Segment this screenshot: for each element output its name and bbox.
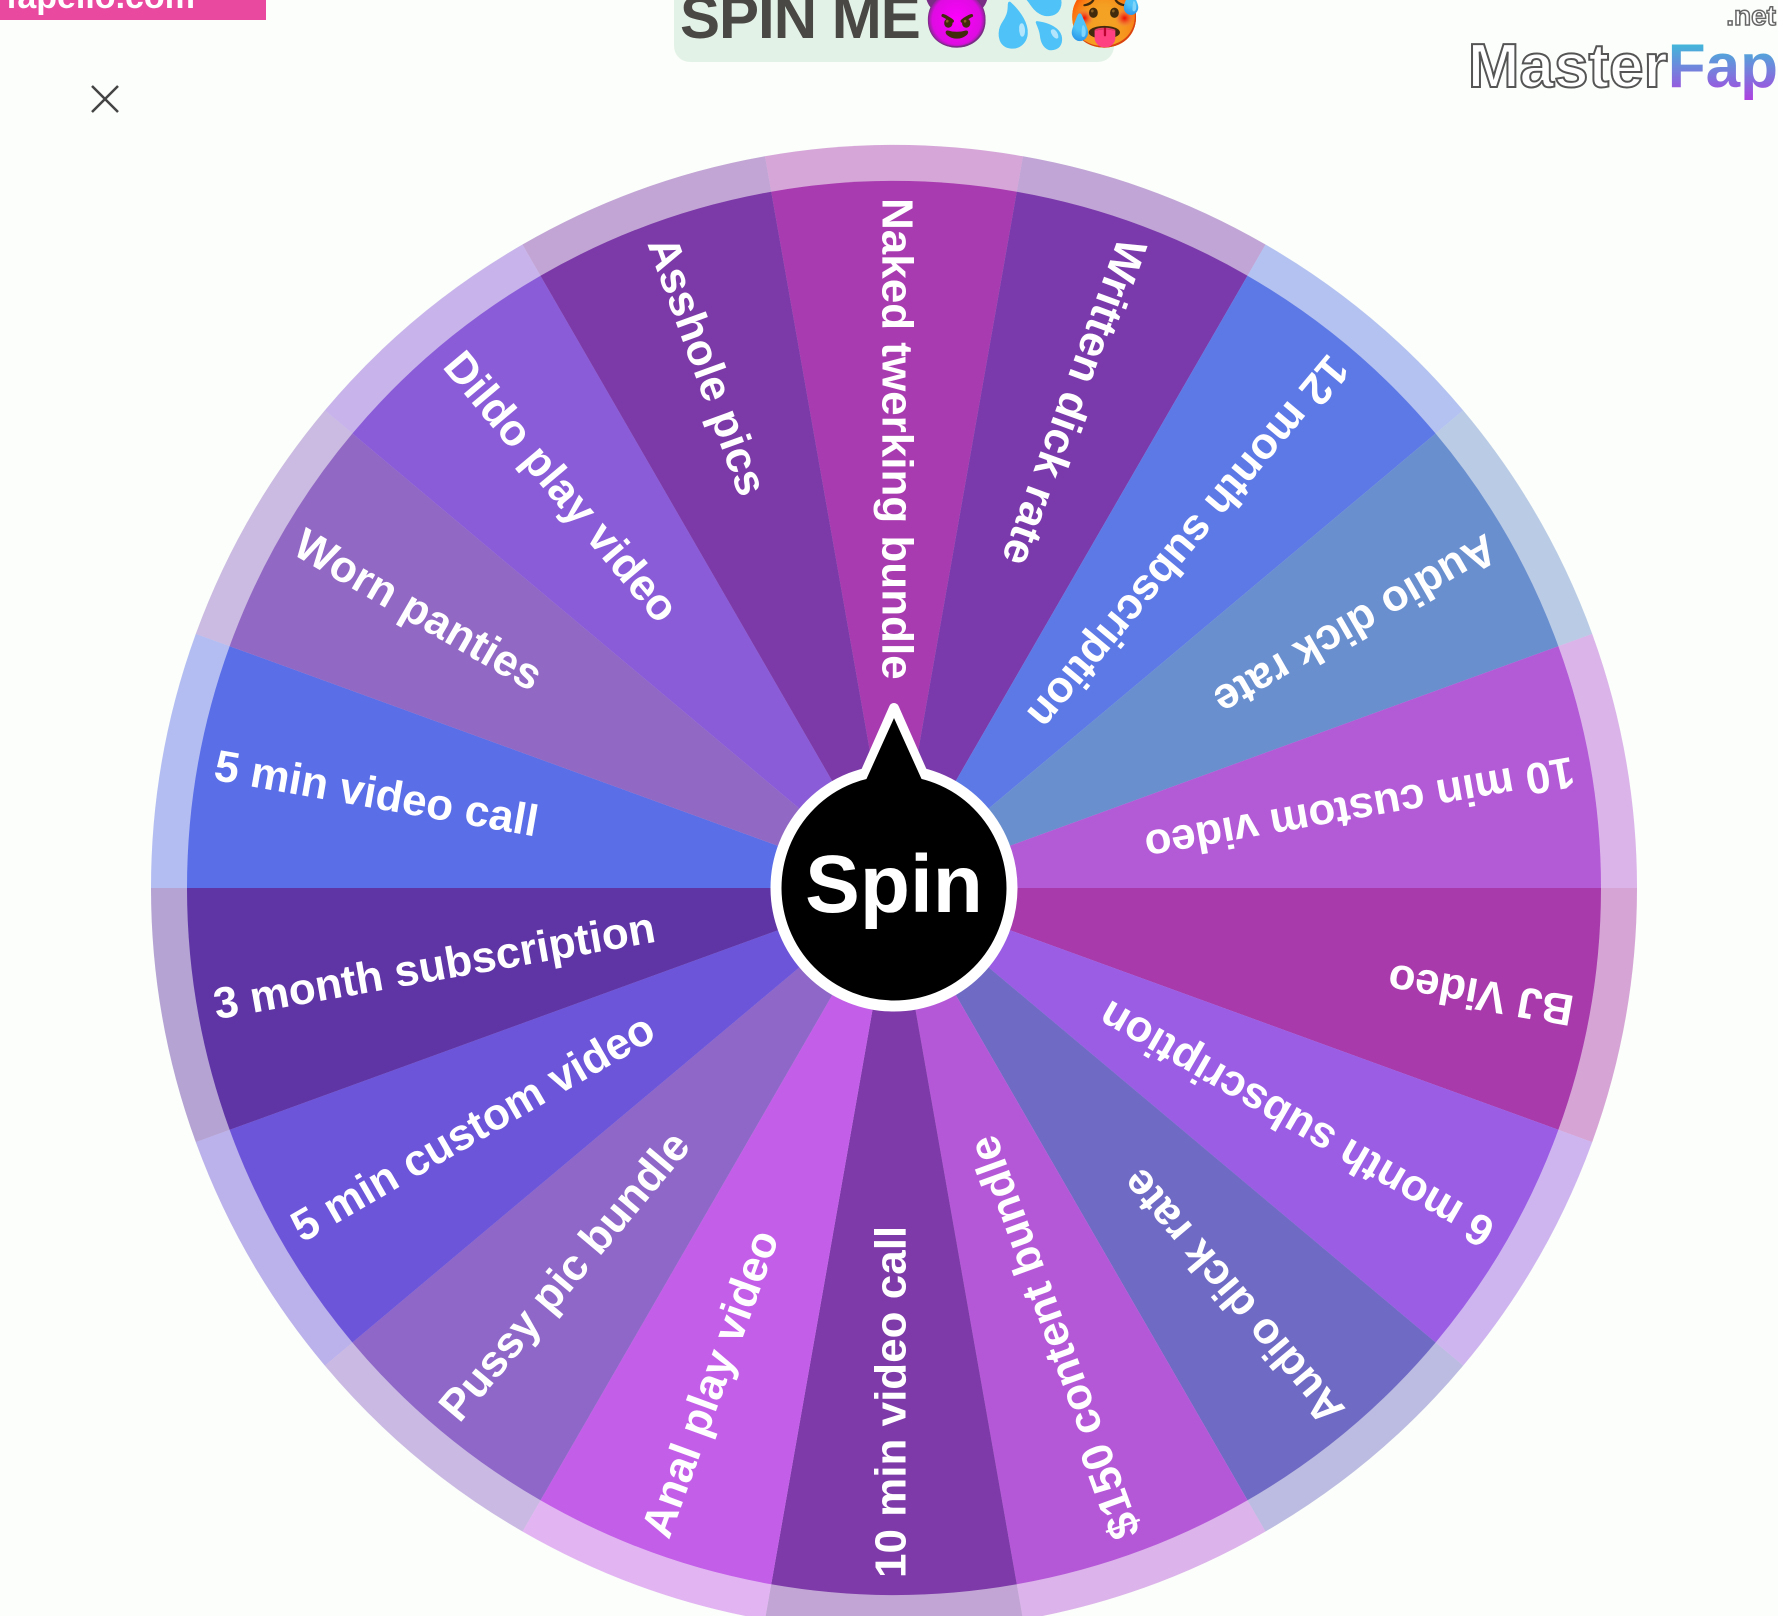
pointer-fill [866, 718, 922, 780]
watermark-badge: fapello.com [0, 0, 266, 20]
close-icon[interactable] [88, 82, 122, 116]
wheel-segment [187, 888, 894, 1130]
spin-button[interactable]: Spin [770, 703, 1018, 1012]
wheel-segment [894, 433, 1559, 888]
wheel-segment [771, 888, 1017, 1595]
wheel-segment [894, 646, 1601, 888]
wheel-segment [540, 888, 894, 1585]
wheel-segment [894, 888, 1601, 1130]
watermark-text: fapello.com [6, 0, 195, 17]
wheel-segment [894, 888, 1436, 1501]
wheel-segment [229, 888, 894, 1343]
page-title: SPIN ME😈💦🥵 [680, 0, 1142, 53]
wheel-segment-label: 10 min video call [867, 1226, 916, 1578]
wheel-segment-label: Naked twerking bundle [872, 198, 921, 680]
logo-accent: Fap [1667, 32, 1778, 101]
wheel-segment [894, 888, 1559, 1343]
wheel-segment [352, 275, 894, 888]
logo-suffix: .net [1725, 0, 1776, 31]
wheel-segment [894, 191, 1248, 889]
wheel-segment [894, 888, 1248, 1585]
logo-main: Master [1467, 32, 1669, 101]
wheel-segment [352, 888, 894, 1501]
title-emoji: 😈💦🥵 [919, 0, 1142, 51]
site-logo: MasterFap.net [1467, 1, 1778, 99]
wheel-segment [771, 181, 1017, 889]
wheel-segment [894, 275, 1436, 888]
wheel-segment [229, 433, 894, 888]
wheel-segment [187, 646, 894, 888]
title-background [674, 0, 1114, 62]
title-text: SPIN ME [680, 0, 921, 51]
spin-label[interactable]: Spin [805, 839, 983, 930]
wheel-segment [540, 191, 894, 889]
